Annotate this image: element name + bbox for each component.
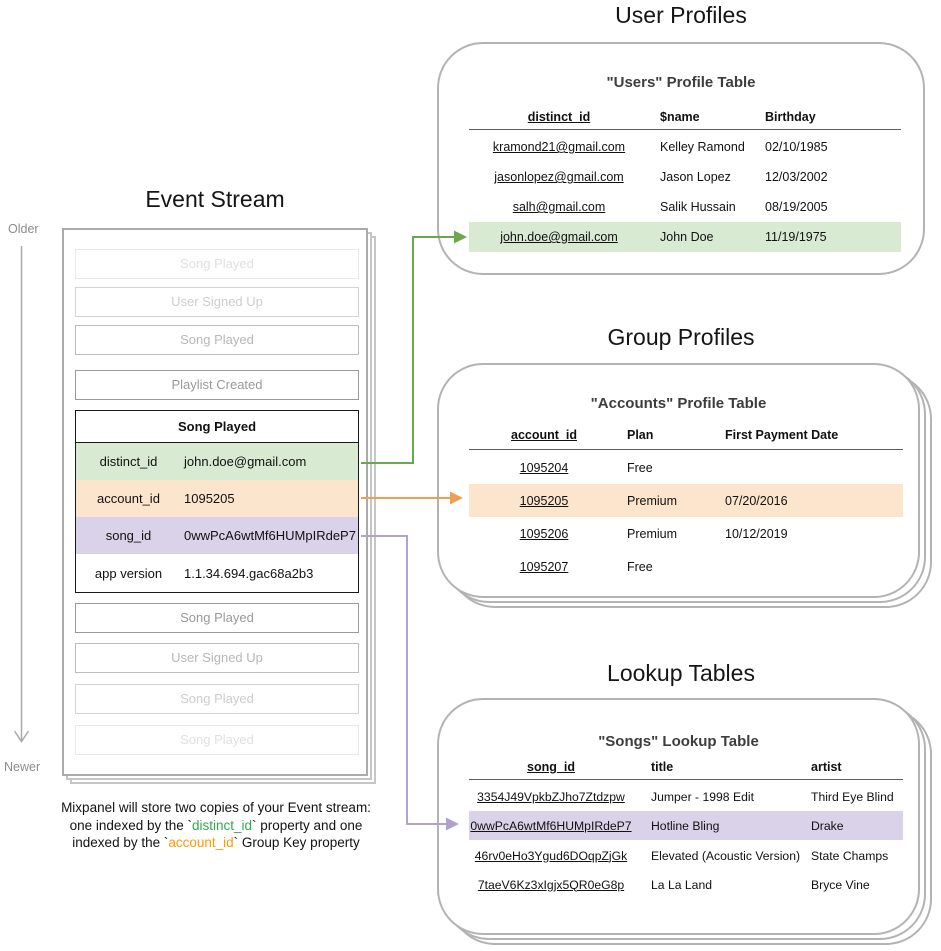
focused-event-card: Song Played distinct_id john.doe@gmail.c… [75, 410, 359, 593]
property-row-account-id: account_id 1095205 [76, 480, 358, 517]
timeline-older-label: Older [8, 222, 39, 236]
group-table-title: "Accounts" Profile Table [590, 395, 767, 412]
header-rule [469, 449, 903, 450]
lookup-tables-title: Lookup Tables [607, 660, 755, 686]
key-cell: 1095205 [519, 493, 569, 508]
property-value: john.doe@gmail.com [184, 454, 307, 469]
property-value: 0wwPcA6wtMf6HUMpIRdeP7 [184, 528, 356, 543]
property-row-song-id: song_id 0wwPcA6wtMf6HUMpIRdeP7 [76, 517, 358, 554]
key-cell: 3354J49VpkbZJho7Ztdzpw [477, 789, 625, 804]
key-cell: kramond21@gmail.com [492, 140, 626, 154]
property-key: account_id [97, 491, 160, 506]
caption-line1: Mixpanel will store two copies of your E… [61, 800, 371, 815]
key-cell: 0wwPcA6wtMf6HUMpIRdeP7 [470, 818, 632, 833]
group-profiles-title: Group Profiles [607, 324, 755, 350]
table-row-highlighted: 1095205 Premium 07/20/2016 [469, 484, 903, 517]
event-box: User Signed Up [75, 643, 359, 673]
timeline-arrow [13, 246, 30, 743]
event-box: Song Played [75, 325, 359, 355]
table-row: 46rv0eHo3Ygud6DOqpZjGk Elevated (Acousti… [469, 841, 903, 870]
table-row-highlighted: 0wwPcA6wtMf6HUMpIRdeP7 Hotline Bling Dra… [469, 811, 903, 840]
key-cell: jasonlopez@gmail.com [494, 170, 624, 184]
key-cell: john.doe@gmail.com [500, 230, 618, 244]
table-row: 1095207 Free [469, 550, 903, 583]
key-cell: 1095206 [519, 526, 569, 541]
column-header: account_id [511, 428, 577, 442]
event-box: Song Played [75, 725, 359, 755]
group-profiles-card: "Accounts" Profile Table account_id Plan… [437, 363, 920, 598]
property-value: 1.1.34.694.gac68a2b3 [184, 565, 314, 581]
table-row: 1095206 Premium 10/12/2019 [469, 517, 903, 550]
event-box: User Signed Up [75, 287, 359, 317]
property-key: app version [94, 565, 163, 581]
key-cell: 7taeV6Kz3xIgjx5QR0eG8p [477, 877, 625, 892]
lookup-table-title: "Songs" Lookup Table [598, 733, 759, 750]
property-key: song_id [105, 528, 152, 543]
property-key: distinct_id [99, 454, 158, 469]
column-header: First Payment Date [725, 428, 839, 442]
footnote-caption: Mixpanel will store two copies of your E… [61, 800, 371, 850]
key-cell: salh@gmail.com [512, 200, 606, 214]
user-table-header: distinct_id $name Birthday [469, 106, 901, 128]
property-value: 1095205 [184, 491, 235, 506]
column-header: $name [660, 110, 700, 124]
table-row-highlighted: john.doe@gmail.com John Doe 11/19/1975 [469, 222, 901, 252]
lookup-tables-card: "Songs" Lookup Table song_id title artis… [437, 698, 920, 935]
table-row: jasonlopez@gmail.com Jason Lopez 12/03/2… [469, 162, 901, 192]
table-row: 1095204 Free [469, 451, 903, 484]
table-row: salh@gmail.com Salik Hussain 08/19/2005 [469, 192, 901, 222]
event-box: Song Played [75, 603, 359, 633]
column-header: song_id [527, 760, 575, 774]
user-profiles-title: User Profiles [615, 2, 747, 28]
header-rule [469, 779, 903, 780]
event-stream-title: Event Stream [145, 186, 285, 212]
lookup-table-header: song_id title artist [469, 758, 903, 776]
caption-account-id: account_id [168, 835, 234, 850]
event-box: Song Played [75, 249, 359, 279]
table-row: 3354J49VpkbZJho7Ztdzpw Jumper - 1998 Edi… [469, 782, 903, 811]
column-header: Birthday [765, 110, 816, 124]
column-header: Plan [627, 428, 654, 442]
timeline-newer-label: Newer [4, 760, 41, 774]
event-box: Playlist Created [75, 370, 359, 400]
key-cell: 46rv0eHo3Ygud6DOqpZjGk [474, 848, 628, 863]
column-header: artist [811, 760, 842, 774]
event-box: Song Played [75, 684, 359, 714]
property-row-app-version: app version 1.1.34.694.gac68a2b3 [76, 554, 358, 592]
key-cell: 1095207 [519, 559, 569, 574]
caption-distinct-id: distinct_id [191, 817, 253, 833]
column-header: distinct_id [527, 110, 591, 124]
group-table-header: account_id Plan First Payment Date [469, 424, 903, 446]
key-cell: 1095204 [519, 460, 569, 475]
table-row: 7taeV6Kz3xIgjx5QR0eG8p La La Land Bryce … [469, 870, 903, 899]
focused-event-name: Song Played [76, 411, 358, 443]
table-row: kramond21@gmail.com Kelley Ramond 02/10/… [469, 132, 901, 162]
column-header: title [651, 760, 674, 774]
user-profiles-card: "Users" Profile Table distinct_id $name … [437, 42, 925, 275]
property-row-distinct-id: distinct_id john.doe@gmail.com [76, 443, 358, 480]
user-table-title: "Users" Profile Table [606, 74, 756, 91]
header-rule [469, 129, 901, 130]
